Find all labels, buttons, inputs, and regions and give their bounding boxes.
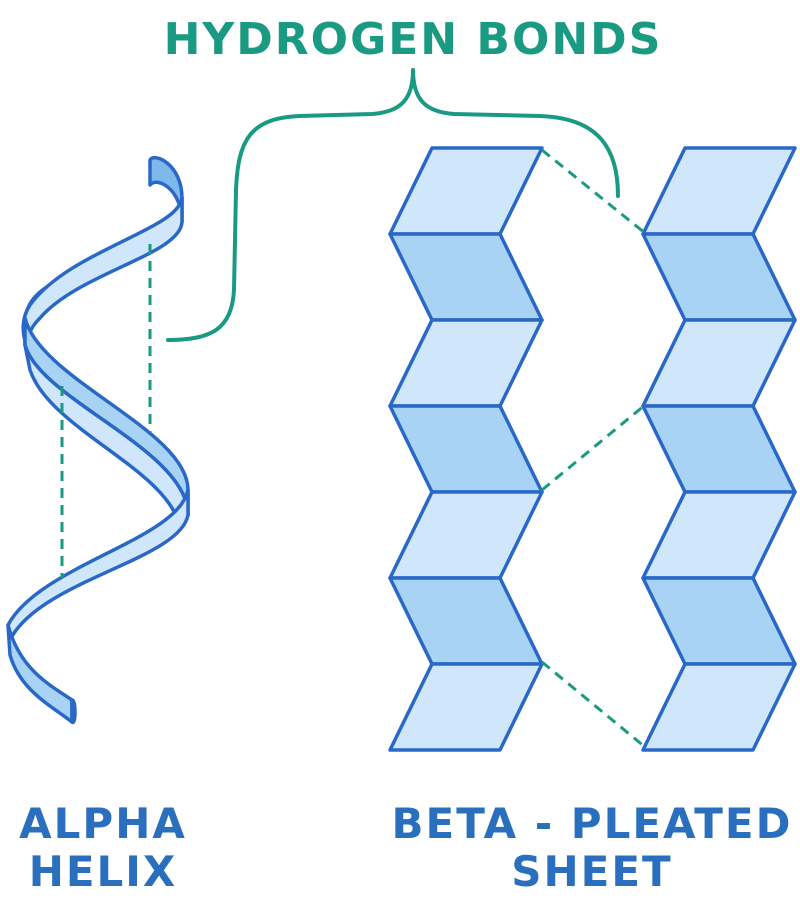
beta-strand-2-segment-6 xyxy=(641,576,797,666)
beta-hydrogen-bond-2 xyxy=(541,403,646,492)
beta-hydrogen-bond-3 xyxy=(541,660,646,749)
beta-strand-2-segment-1 xyxy=(641,146,797,236)
beta-strand-1-segment-5 xyxy=(388,490,544,580)
hydrogen-bonds-brace xyxy=(166,68,415,342)
helix-ribbon-end xyxy=(70,698,77,724)
beta-label-line2: SHEET xyxy=(511,847,672,896)
alpha-label-line2: HELIX xyxy=(29,847,178,896)
helix-ribbon-bottom xyxy=(6,623,74,724)
beta-pleated-sheet xyxy=(388,146,797,752)
helix-ribbon-upper xyxy=(21,196,184,352)
beta-strand-1-segment-1 xyxy=(388,146,544,236)
beta-strand-2-segment-5 xyxy=(641,490,797,580)
hydrogen-bonds-title: HYDROGEN BONDS xyxy=(164,14,663,65)
beta-label-line1: BETA - PLEATED xyxy=(392,799,793,848)
beta-hydrogen-bond-1 xyxy=(541,148,646,235)
hydrogen-bonds-brace-right xyxy=(411,68,620,198)
beta-strand-1-segment-3 xyxy=(388,318,544,408)
beta-strand-1-segment-2 xyxy=(388,232,544,322)
beta-strand-1-segment-7 xyxy=(388,662,544,752)
helix-ribbon-lower xyxy=(6,488,190,642)
beta-strand-1-segment-6 xyxy=(388,576,544,666)
alpha-label-line1: ALPHA xyxy=(19,799,187,848)
beta-strand-1-segment-4 xyxy=(388,404,544,494)
beta-strand-2-segment-4 xyxy=(641,404,797,494)
beta-strand-2-segment-2 xyxy=(641,232,797,322)
beta-strand-2-segment-3 xyxy=(641,318,797,408)
beta-strand-2-segment-7 xyxy=(641,662,797,752)
alpha-helix xyxy=(6,156,190,724)
